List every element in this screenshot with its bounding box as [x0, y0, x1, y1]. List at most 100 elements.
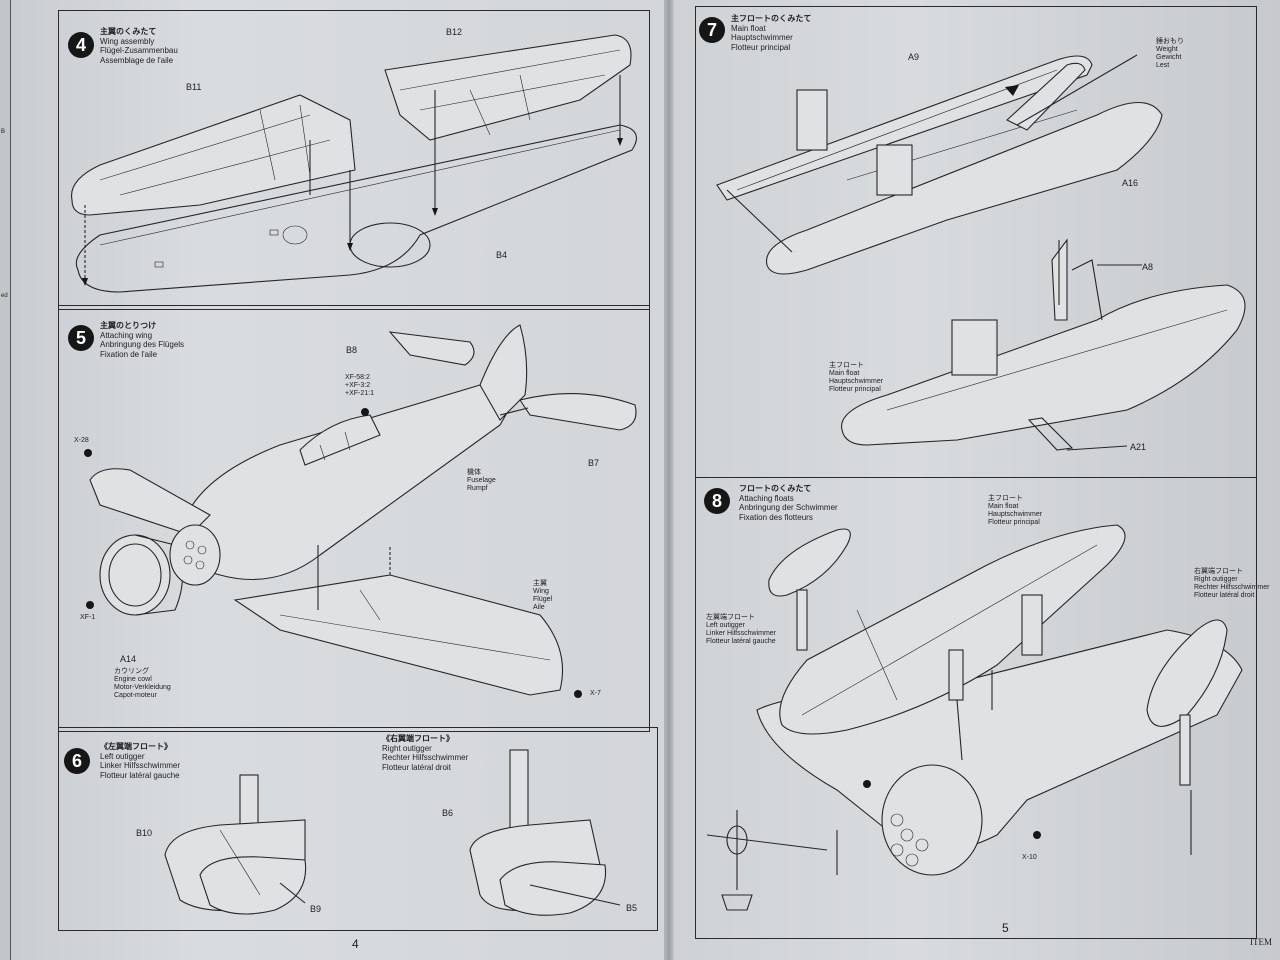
step-8-panel: [695, 477, 1257, 939]
right-outrigger-label-line: 右翼端フロート: [1194, 568, 1243, 575]
paint-mix-line: XF-58:2: [345, 374, 370, 381]
step-title-de: Flügel-Zusammenbau: [100, 46, 178, 55]
attaching-floats-drawing: [706, 524, 1243, 911]
part-label: B4: [496, 250, 508, 260]
attaching-wing-drawing: [84, 324, 637, 698]
main-float-label-line: Flotteur principal: [829, 386, 881, 393]
main-float-label: 主フロート Main float Hauptschwimmer Flotteur…: [988, 495, 1042, 527]
step-7-header: 主フロートのくみたて Main float Hauptschwimmer Flo…: [731, 14, 811, 52]
cowl-label: カウリング Engine cowl Motor-Verkleidung Capo…: [114, 668, 171, 700]
main-float-label: 主フロート Main float Hauptschwimmer Flotteur…: [829, 362, 883, 394]
paint-code: XF-1: [80, 614, 96, 621]
wing-label-line: 主翼: [533, 580, 547, 587]
main-float-label-line: Hauptschwimmer: [988, 511, 1043, 518]
paint-code: X-10: [1022, 854, 1037, 861]
main-float-label-line: 主フロート: [829, 362, 864, 369]
part-label: A14: [120, 654, 137, 664]
wing-label-line: Aile: [533, 604, 545, 611]
step-8-header: フロートのくみたて Attaching floats Anbringung de…: [739, 484, 838, 522]
outrigger-drawing: [164, 749, 621, 916]
left-outrigger-label-line: 左翼端フロート: [706, 614, 755, 621]
step-title-jp: 主フロートのくみたて: [731, 14, 812, 23]
step-6-number: 6: [64, 748, 90, 774]
main-float-label-line: Main float: [829, 370, 860, 377]
part-label: B6: [442, 808, 454, 818]
cowl-label-line: Capot-moteur: [114, 692, 157, 699]
float-title-en: Left outigger: [100, 751, 145, 761]
paint-mix-line: +XF-21:1: [345, 390, 374, 397]
part-label: B12: [446, 27, 463, 37]
step-5-number: 5: [68, 325, 94, 351]
float-title-en: Right outigger: [382, 743, 432, 753]
step-title-jp: 主翼のくみたて: [100, 27, 157, 36]
step-7-number: 7: [699, 17, 725, 43]
step-4-number: 4: [68, 32, 94, 58]
right-outrigger-label: 右翼端フロート Right outigger Rechter Hilfsschw…: [1194, 568, 1269, 600]
right-outrigger-header: 《右翼端フロート》 Right outigger Rechter Hilfssc…: [382, 734, 468, 772]
fuselage-label: 機体 Fuselage Rumpf: [467, 469, 496, 493]
cowl-label-line: Engine cowl: [114, 676, 152, 683]
step-title-fr: Fixation des flotteurs: [739, 512, 813, 522]
part-label: A21: [1130, 442, 1147, 452]
wing-assembly-drawing: [71, 34, 637, 293]
step-title-fr: Assemblage de l'aile: [100, 55, 174, 65]
step-4-header: 主翼のくみたて Wing assembly Flügel-Zusammenbau…: [100, 27, 178, 65]
part-label: B11: [186, 82, 202, 92]
step-5-header: 主翼のとりつけ Attaching wing Anbringung des Fl…: [100, 321, 184, 359]
paint-code: X-7: [590, 690, 601, 697]
step-8-number: 8: [704, 488, 730, 514]
step-5-panel: [58, 305, 650, 732]
part-label: B10: [136, 828, 153, 838]
page-fold: [664, 0, 674, 960]
fuselage-label-line: Fuselage: [467, 477, 496, 484]
step-title-de: Hauptschwimmer: [731, 33, 793, 42]
main-float-drawing: [716, 54, 1246, 451]
float-title-fr: Flotteur latéral gauche: [100, 770, 180, 780]
step-title-de: Anbringung der Schwimmer: [739, 503, 838, 512]
left-outrigger-header: 《左翼端フロート》 Left outigger Linker Hilfsschw…: [100, 742, 180, 780]
right-outrigger-label-line: Flotteur latéral droit: [1194, 592, 1255, 599]
left-outrigger-label-line: Linker Hilfsschwimmer: [706, 630, 777, 637]
step-title-en: Attaching floats: [739, 493, 794, 503]
left-outrigger-label-line: Flotteur latéral gauche: [706, 638, 776, 645]
previous-page-edge: B ed: [0, 0, 11, 960]
cowl-label-line: Motor-Verkleidung: [114, 684, 171, 691]
main-float-label-line: Hauptschwimmer: [829, 378, 884, 385]
float-title-de: Linker Hilfsschwimmer: [100, 761, 181, 770]
weight-label: 錘おもり Weight Gewicht Lest: [1156, 38, 1184, 70]
right-outrigger-label-line: Rechter Hilfsschwimmer: [1194, 584, 1270, 591]
float-title-fr: Flotteur latéral droit: [382, 762, 451, 772]
paint-mix-line: +XF-3:2: [345, 382, 371, 389]
part-label: A16: [1122, 178, 1139, 188]
float-title-jp: 《右翼端フロート》: [382, 734, 454, 743]
step-title-en: Wing assembly: [100, 36, 155, 46]
float-title-de: Rechter Hilfsschwimmer: [382, 753, 469, 762]
step-title-fr: Flotteur principal: [731, 42, 791, 52]
paint-code: X-28: [74, 437, 89, 444]
left-outrigger-label-line: Left outigger: [706, 622, 745, 629]
wing-label-line: Flügel: [533, 596, 553, 603]
part-label: B9: [310, 904, 322, 914]
fuselage-label-line: 機体: [467, 469, 481, 476]
paint-mix: XF-58:2 +XF-3:2 +XF-21:1: [345, 374, 374, 398]
step-title-jp: 主翼のとりつけ: [100, 321, 157, 330]
right-outrigger-label-line: Right outigger: [1194, 576, 1238, 583]
part-label: B7: [588, 458, 600, 468]
weight-label-line: Weight: [1156, 46, 1178, 53]
page-number-right: 5: [1002, 921, 1009, 935]
fuselage-label-line: Rumpf: [467, 485, 488, 492]
float-title-jp: 《左翼端フロート》: [100, 742, 172, 751]
part-label: A8: [1142, 262, 1154, 272]
page-number-left: 4: [352, 937, 359, 951]
weight-label-line: Lest: [1156, 62, 1170, 69]
edge-mark: B: [1, 129, 6, 135]
step-6-panel: [58, 727, 658, 931]
part-label: B8: [346, 345, 358, 355]
weight-label-line: Gewicht: [1156, 54, 1182, 61]
edge-mark: ed: [1, 293, 8, 299]
step-title-fr: Fixation de l'aile: [100, 349, 158, 359]
wing-label-line: Wing: [533, 588, 549, 595]
wing-label: 主翼 Wing Flügel Aile: [533, 580, 552, 612]
step-title-de: Anbringung des Flügels: [100, 340, 185, 349]
corner-text: ITEM: [1250, 937, 1272, 947]
